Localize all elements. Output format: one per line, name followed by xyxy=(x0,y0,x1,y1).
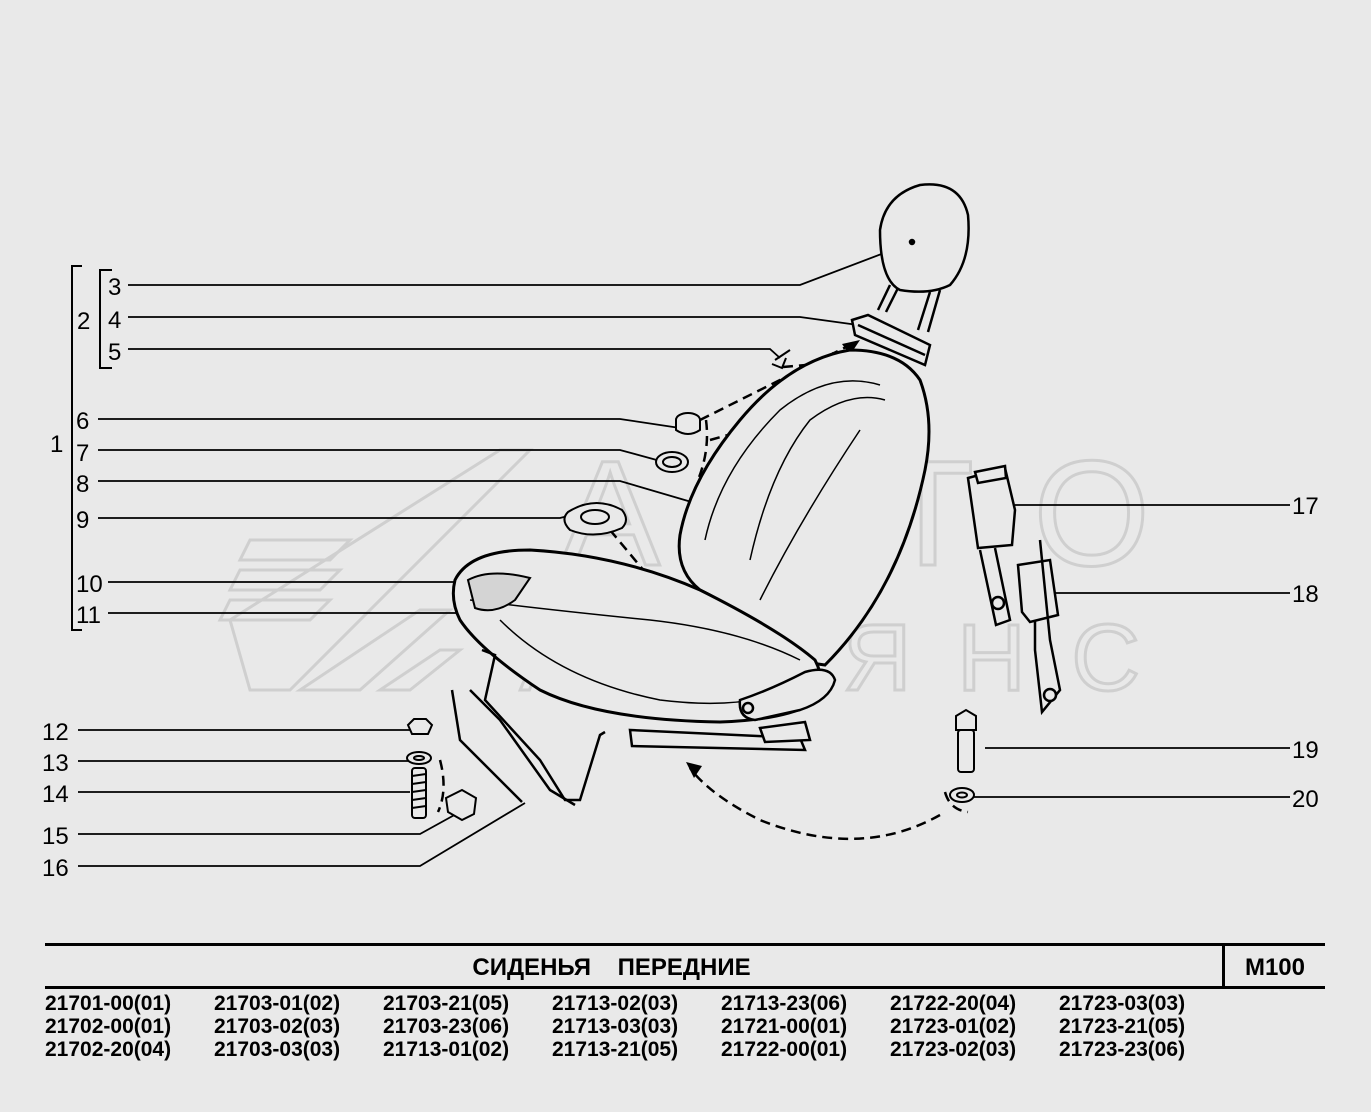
model-code: 21713-21(05) xyxy=(552,1038,679,1061)
callout-1: 1 xyxy=(50,431,63,458)
belt-buckle xyxy=(966,464,1017,627)
callout-5: 5 xyxy=(108,339,121,366)
watermark xyxy=(217,448,534,692)
model-code: 21713-01(02) xyxy=(383,1038,510,1061)
headrest xyxy=(876,183,970,333)
group-brackets xyxy=(71,265,112,631)
model-code: 21713-03(03) xyxy=(552,1015,679,1038)
plug-6 xyxy=(675,412,701,435)
callout-10: 10 xyxy=(76,571,103,598)
model-code: 21703-23(06) xyxy=(383,1015,510,1038)
model-code: 21703-21(05) xyxy=(383,992,510,1015)
ring-9 xyxy=(563,502,627,536)
model-codes-column: 21701-00(01) 21702-00(01) 21702-20(04) xyxy=(45,992,214,1061)
model-code: 21703-02(03) xyxy=(214,1015,341,1038)
model-code: 21723-03(03) xyxy=(1059,992,1186,1015)
callout-14: 14 xyxy=(42,781,69,808)
model-codes-column: 21703-21(05) 21703-23(06) 21713-01(02) xyxy=(383,992,552,1061)
callout-8: 8 xyxy=(76,471,89,498)
model-code: 21702-20(04) xyxy=(45,1038,172,1061)
callout-4: 4 xyxy=(108,307,121,334)
model-code: 21723-01(02) xyxy=(890,1015,1017,1038)
seat-frame xyxy=(450,648,606,807)
callout-12: 12 xyxy=(42,719,69,746)
model-codes-column: 21713-02(03) 21713-03(03) 21713-21(05) xyxy=(552,992,721,1061)
model-code: 21722-00(01) xyxy=(721,1038,848,1061)
model-code: 21701-00(01) xyxy=(45,992,172,1015)
callout-19: 19 xyxy=(1292,737,1319,764)
model-code: 21723-23(06) xyxy=(1059,1038,1186,1061)
seatback xyxy=(677,348,931,667)
bracket-15 xyxy=(444,788,478,822)
cap-7 xyxy=(655,451,689,473)
nut-12 xyxy=(406,718,434,735)
model-code: 21721-00(01) xyxy=(721,1015,848,1038)
callout-20: 20 xyxy=(1292,786,1319,813)
stud-14 xyxy=(411,767,427,819)
callout-11: 11 xyxy=(76,602,101,629)
section-code: М100 xyxy=(1244,954,1306,981)
callout-17: 17 xyxy=(1292,493,1319,520)
screw xyxy=(771,349,791,370)
callout-9: 9 xyxy=(76,507,89,534)
recliner-knob xyxy=(738,668,837,722)
model-codes-column: 21722-20(04) 21723-01(02) 21723-02(03) xyxy=(890,992,1059,1061)
callout-7: 7 xyxy=(76,440,89,467)
model-code: 21722-20(04) xyxy=(890,992,1017,1015)
headrest-guide xyxy=(850,313,932,367)
model-codes-table: 21701-00(01) 21702-00(01) 21702-20(04) 2… xyxy=(45,992,1335,1061)
belt-lock xyxy=(1016,539,1062,716)
page-title: СИДЕНЬЯ ПЕРЕДНИЕ xyxy=(472,954,751,981)
model-code: 21723-21(05) xyxy=(1059,1015,1186,1038)
washer-13 xyxy=(406,751,432,765)
callout-15: 15 xyxy=(42,823,69,850)
model-codes-column: 21703-01(02) 21703-02(03) 21703-03(03) xyxy=(214,992,383,1061)
title-divider xyxy=(1222,946,1225,986)
seat-rail xyxy=(628,720,812,752)
title-block: СИДЕНЬЯ ПЕРЕДНИЕ М100 xyxy=(45,943,1325,989)
model-code: 21713-23(06) xyxy=(721,992,848,1015)
model-code: 21702-00(01) xyxy=(45,1015,172,1038)
model-code: 21703-01(02) xyxy=(214,992,341,1015)
model-code: 21713-02(03) xyxy=(552,992,679,1015)
callout-13: 13 xyxy=(42,750,69,777)
callout-18: 18 xyxy=(1292,581,1319,608)
bolt-19 xyxy=(955,708,977,773)
model-codes-column: 21713-23(06) 21721-00(01) 21722-00(01) xyxy=(721,992,890,1061)
callout-6: 6 xyxy=(76,408,89,435)
callout-2: 2 xyxy=(77,308,90,335)
side-trim xyxy=(466,572,532,612)
model-code: 21703-03(03) xyxy=(214,1038,341,1061)
model-codes-column: 21723-03(03) 21723-21(05) 21723-23(06) xyxy=(1059,992,1228,1061)
washer-20 xyxy=(949,787,975,803)
seat-assembly-diagram: АВТО АЛЬЯНС xyxy=(42,183,1319,882)
callout-16: 16 xyxy=(42,855,69,882)
model-code: 21723-02(03) xyxy=(890,1038,1017,1061)
callout-3: 3 xyxy=(108,274,121,301)
